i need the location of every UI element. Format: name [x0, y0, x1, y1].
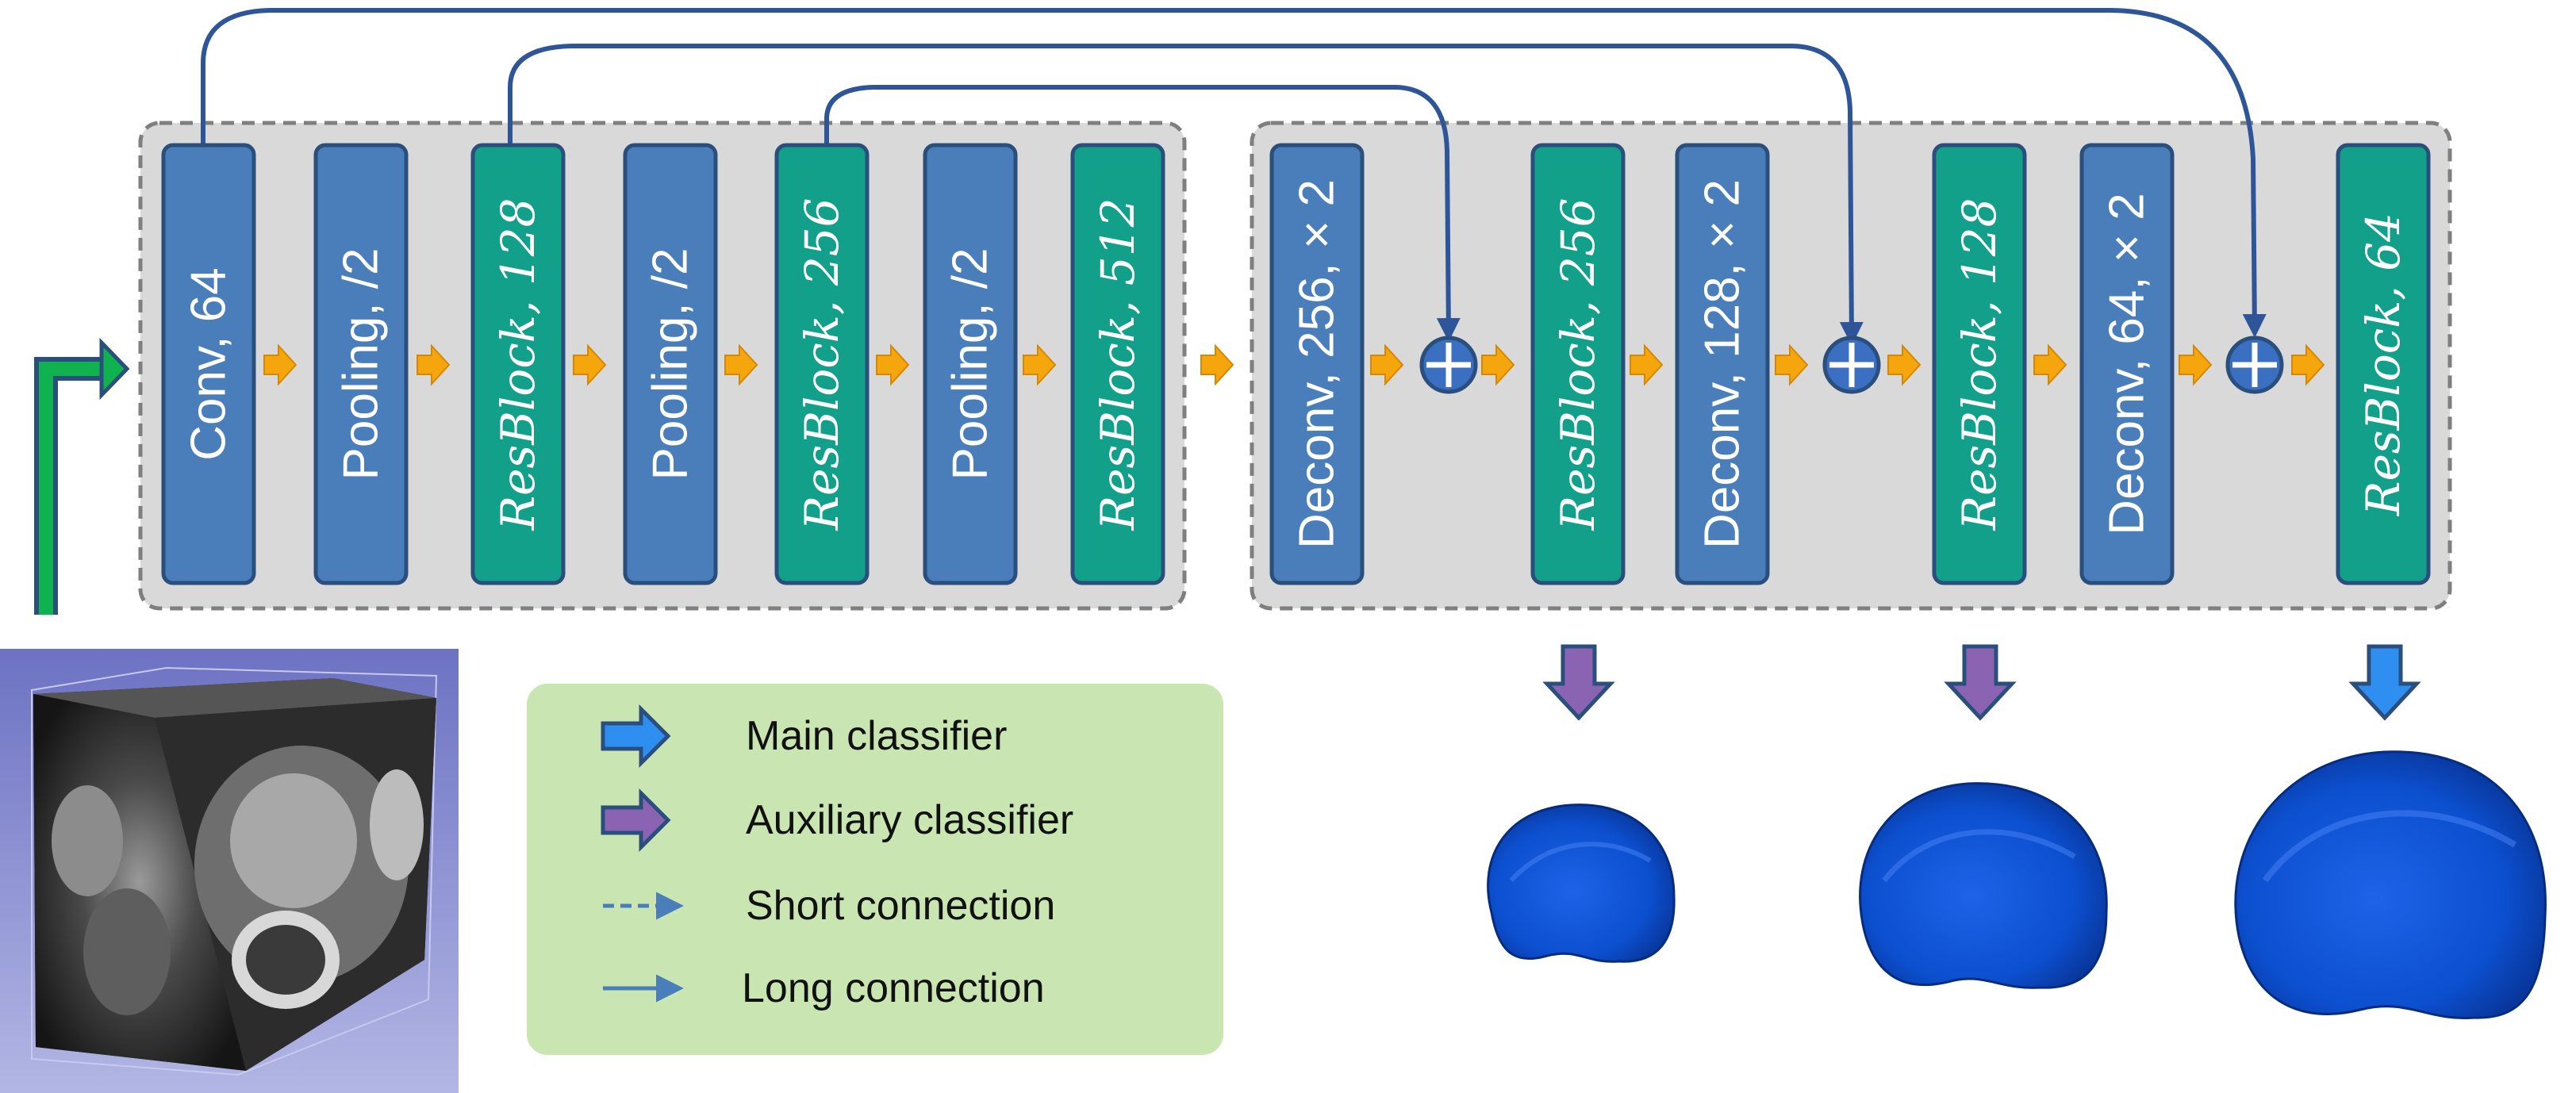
green-elbow-arrow-icon [34, 337, 130, 615]
encoder-block-pooling-1: Pooling, /2 [313, 143, 409, 585]
circle-plus-icon [2225, 336, 2284, 394]
encoder-block-label: ResBlock, 128 [491, 198, 545, 531]
flow-arrow-icon [2179, 343, 2213, 386]
sum-nodes [1419, 336, 2284, 394]
flow-arrow-icon [1481, 343, 1515, 386]
decoder-block-deconv128: Deconv, 128, × 2 [1675, 143, 1770, 585]
legend-item-auxiliary-classifier: Auxiliary classifier [601, 788, 1073, 853]
legend-label: Short connection [746, 883, 1055, 929]
decoder-block-label: ResBlock, 128 [1952, 198, 2006, 531]
legend-label: Long connection [742, 965, 1045, 1011]
encoder-block-label: Conv, 64 [182, 267, 236, 461]
prostate-mesh-medium [1859, 782, 2108, 989]
segmentation-outputs [1487, 750, 2547, 1020]
decoder-block-deconv256: Deconv, 256, × 2 [1269, 143, 1365, 585]
encoder-block-pooling-3: Pooling, /2 [923, 143, 1018, 585]
encoder-block-label: ResBlock, 256 [795, 198, 849, 531]
legend-box [527, 684, 1223, 1055]
main-classifier-down-arrow-icon [2348, 644, 2421, 721]
skip-connection-res256-to-res256 [824, 85, 1461, 342]
encoder-block-resblock512: ResBlock, 512 [1070, 143, 1165, 585]
encoder-block-label: Pooling, /2 [643, 248, 698, 481]
mri-volume-image [0, 649, 459, 1093]
flow-arrow-icon [2033, 343, 2067, 386]
auxiliary-classifier-arrow-icon [601, 788, 671, 853]
decoder-block-label: Deconv, 128, × 2 [1695, 179, 1750, 549]
flow-arrow-icon [1887, 343, 1921, 386]
classifier-arrows [1542, 644, 2421, 721]
decoder-block-deconv64: Deconv, 64, × 2 [2079, 143, 2175, 585]
decoder-block-label: ResBlock, 256 [1551, 198, 1605, 531]
flow-arrow-icon [1370, 343, 1404, 386]
legend-label: Auxiliary classifier [746, 797, 1073, 843]
encoder-block-label: Pooling, /2 [943, 248, 998, 481]
skip-connection-res128-to-res128 [508, 44, 1864, 346]
decoder-block-resblock256: ResBlock, 256 [1530, 143, 1626, 585]
decoder-block-label: Deconv, 256, × 2 [1290, 179, 1345, 549]
flow-arrow-icon [1023, 343, 1057, 386]
flow-arrow-icon [417, 343, 451, 386]
flow-arrow-icon [876, 343, 910, 386]
flow-arrow-icon [263, 343, 298, 386]
skip-connection-conv64-to-res64 [201, 8, 2267, 338]
flow-arrow-icon [1775, 343, 1809, 386]
encoder-block-resblock128: ResBlock, 128 [470, 143, 566, 585]
flow-arrow-icon [724, 343, 758, 386]
decoder-block-label: ResBlock, 64 [2356, 213, 2410, 516]
prostate-mesh-small [1487, 803, 1676, 963]
encoder-blocks: Conv, 64 Pooling, /2 ResBlock, 128 Pooli… [161, 143, 1165, 585]
circle-plus-icon [1419, 336, 1478, 394]
flow-arrow-icon [1200, 343, 1234, 386]
decoder-block-resblock128: ResBlock, 128 [1932, 143, 2027, 585]
legend-item-long-connection: Long connection [603, 965, 1045, 1011]
legend-item-main-classifier: Main classifier [601, 704, 1007, 769]
encoder-block-resblock256: ResBlock, 256 [774, 143, 870, 585]
auxiliary-classifier-down-arrow-icon [1542, 644, 1615, 721]
flow-arrow-icon [1630, 343, 1664, 386]
flow-arrow-icon [2291, 343, 2325, 386]
encoder-block-pooling-2: Pooling, /2 [623, 143, 718, 585]
encoder-block-label: ResBlock, 512 [1091, 198, 1145, 531]
circle-plus-icon [1822, 336, 1881, 394]
decoder-block-resblock64: ResBlock, 64 [2336, 143, 2431, 585]
auxiliary-classifier-down-arrow-icon [1944, 644, 2017, 721]
legend: Main classifier Auxiliary classifier Sho… [527, 684, 1223, 1055]
legend-label: Main classifier [746, 713, 1007, 759]
decoder-blocks: Deconv, 256, × 2 ResBlock, 256 Deconv, 1… [1269, 143, 2431, 585]
flow-arrow-icon [573, 343, 607, 386]
encoder-block-label: Pooling, /2 [334, 248, 389, 481]
flow-arrows [263, 343, 2325, 386]
skip-connections [201, 8, 2267, 346]
encoder-block-conv64: Conv, 64 [161, 143, 256, 585]
legend-item-short-connection: Short connection [603, 883, 1055, 929]
prostate-mesh-large [2234, 750, 2547, 1020]
decoder-block-label: Deconv, 64, × 2 [2100, 193, 2155, 535]
main-classifier-arrow-icon [601, 704, 671, 769]
